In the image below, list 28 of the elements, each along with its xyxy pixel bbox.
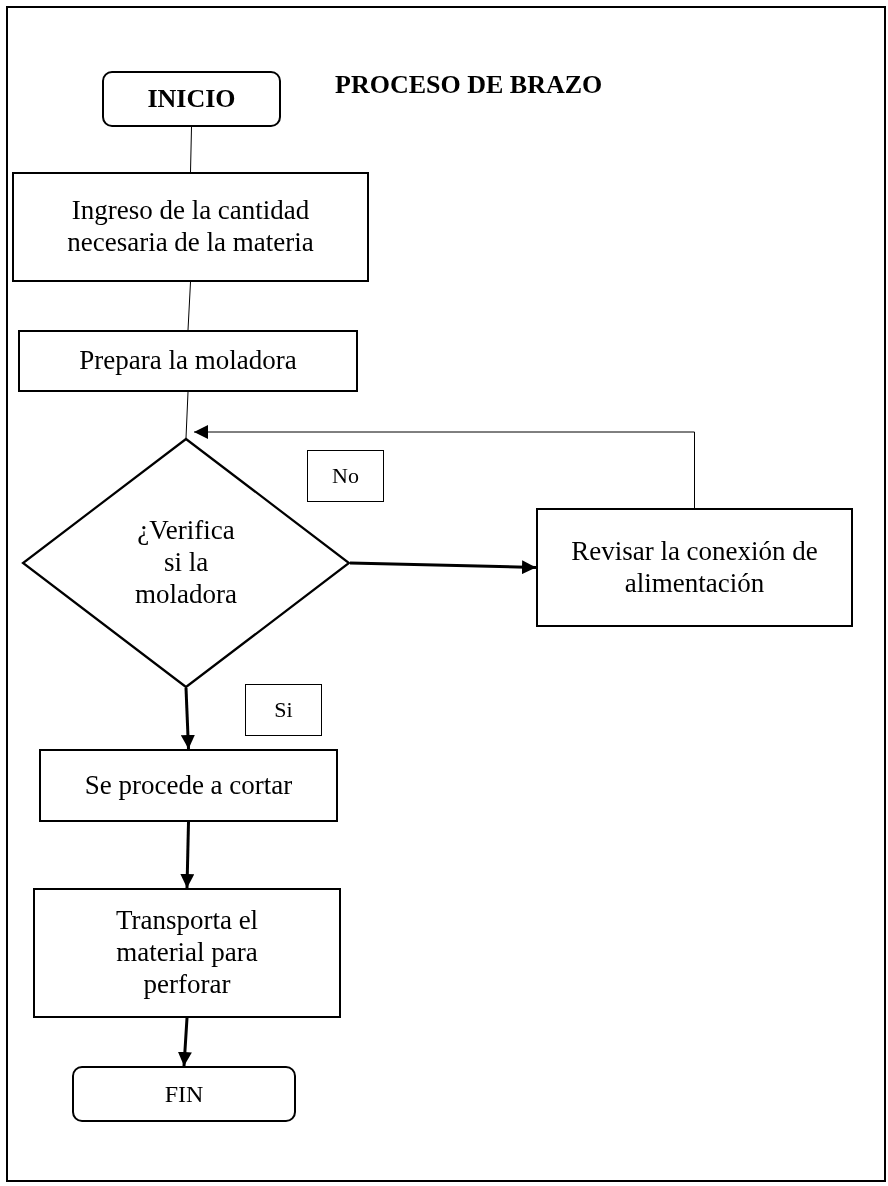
node-text: Ingreso de la cantidad necesaria de la materia	[66, 195, 315, 259]
answer-box	[307, 450, 384, 502]
diagram-title: PROCESO DE BRAZO	[335, 70, 603, 100]
process-box	[39, 749, 338, 822]
node-text: Se procede a cortar	[84, 769, 293, 802]
answer-box	[245, 684, 322, 736]
node-text: Revisar la conexión de alimentación	[570, 535, 819, 600]
node-text: FIN	[164, 1079, 204, 1109]
connector-line	[187, 281, 191, 331]
node-text: INICIO	[147, 83, 236, 115]
process-box	[536, 508, 853, 627]
arrow	[349, 560, 537, 575]
process-box	[12, 172, 369, 282]
arrow	[180, 687, 195, 750]
process-box	[33, 888, 341, 1018]
terminal-box	[102, 71, 281, 127]
node-text: No	[332, 463, 359, 489]
terminal-box	[72, 1066, 296, 1122]
arrow	[177, 1017, 192, 1067]
arrow	[193, 425, 695, 509]
node-text: ¿Verifica si la moladora	[134, 515, 238, 611]
arrow	[180, 821, 195, 889]
node-text: Si	[274, 697, 293, 723]
node-text: Prepara la moladora	[79, 345, 297, 377]
node-text: Transporta el material para perforar	[114, 905, 260, 1001]
process-box	[18, 330, 358, 392]
connector-line	[185, 391, 189, 439]
connector-line	[190, 126, 192, 173]
